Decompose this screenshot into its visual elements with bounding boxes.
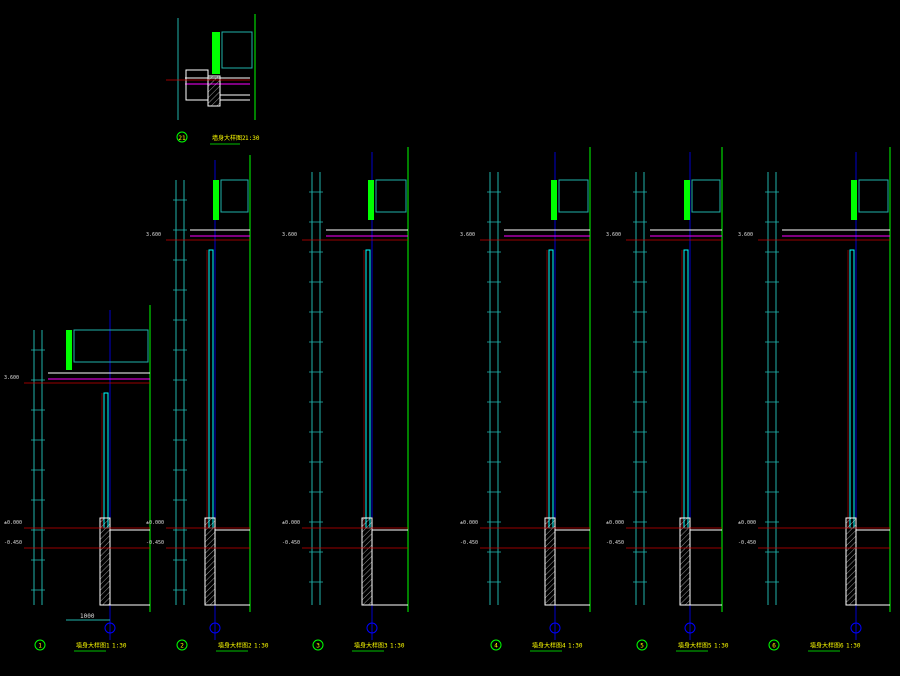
level-label: 3.600: [606, 232, 621, 238]
parapet-green: [213, 180, 219, 220]
detail-21: 21 墙身大样图2 1:30: [166, 14, 260, 145]
level-label: -0.450: [146, 540, 164, 546]
section-marker-circle: [636, 639, 648, 651]
parapet-frame: [220, 179, 249, 213]
level-label: 3.600: [738, 232, 753, 238]
level-label: -0.450: [738, 540, 756, 546]
parapet-green: [368, 180, 374, 220]
section-scale: 1:30: [112, 643, 127, 650]
parapet-green: [66, 330, 72, 370]
section-marker: 1: [38, 643, 42, 650]
level-label: 3.600: [282, 232, 297, 238]
level-label: 3.600: [4, 375, 19, 381]
grid-bubble: [549, 622, 561, 634]
base-wall: [99, 517, 111, 606]
section-caption: 墙身大样图3: [354, 642, 388, 650]
grid-bubble: [104, 622, 116, 634]
section-marker: 6: [772, 643, 776, 650]
level-label: 3.600: [146, 232, 161, 238]
section-marker-circle: [490, 639, 502, 651]
section-marker-circle: [176, 639, 188, 651]
section-marker: 5: [640, 643, 644, 650]
dim-1000-label: 1000: [80, 613, 95, 620]
base-wall: [204, 517, 216, 606]
level-label: -0.450: [606, 540, 624, 546]
section-scale: 1:30: [254, 643, 269, 650]
grid-bubble: [209, 622, 221, 634]
level-label: ±0.000: [4, 520, 22, 526]
section-scale: 1:30: [568, 643, 583, 650]
level-label: ±0.000: [282, 520, 300, 526]
section-marker: 4: [494, 643, 498, 650]
section-caption: 墙身大样图1: [76, 642, 110, 650]
section-marker: 2: [180, 643, 184, 650]
parapet-frame: [858, 179, 889, 213]
parapet-frame: [558, 179, 589, 213]
level-label: ±0.000: [460, 520, 478, 526]
level-label: ±0.000: [606, 520, 624, 526]
level-label: ±0.000: [738, 520, 756, 526]
base-wall: [361, 517, 373, 606]
grid-bubble: [684, 622, 696, 634]
section-scale: 1:30: [846, 643, 861, 650]
base-wall: [845, 517, 857, 606]
section-marker-circle: [34, 639, 46, 651]
section-scale: 1:30: [714, 643, 729, 650]
base-wall: [679, 517, 691, 606]
detail-21-scale: 1:30: [245, 135, 260, 142]
grid-bubble: [850, 622, 862, 634]
parapet-frame: [73, 329, 149, 363]
detail-21-marker-circle: [176, 131, 188, 143]
level-label: -0.450: [282, 540, 300, 546]
level-label: ±0.000: [146, 520, 164, 526]
section-caption: 墙身大样图4: [532, 642, 566, 650]
parapet-green: [551, 180, 557, 220]
section-marker: 3: [316, 643, 320, 650]
level-label: -0.450: [460, 540, 478, 546]
detail-21-marker: 21: [178, 135, 186, 142]
section-caption: 墙身大样图6: [810, 642, 844, 650]
parapet-green: [684, 180, 690, 220]
base-wall: [544, 517, 556, 606]
parapet-frame: [375, 179, 407, 213]
parapet-green: [851, 180, 857, 220]
detail-21-caption: 墙身大样图2: [212, 134, 246, 142]
grid-bubble: [366, 622, 378, 634]
section-caption: 墙身大样图5: [678, 642, 712, 650]
section-caption: 墙身大样图2: [218, 642, 252, 650]
section-marker-circle: [768, 639, 780, 651]
section-scale: 1:30: [390, 643, 405, 650]
level-label: -0.450: [4, 540, 22, 546]
level-label: 3.600: [460, 232, 475, 238]
parapet-frame: [691, 179, 721, 213]
section-marker-circle: [312, 639, 324, 651]
